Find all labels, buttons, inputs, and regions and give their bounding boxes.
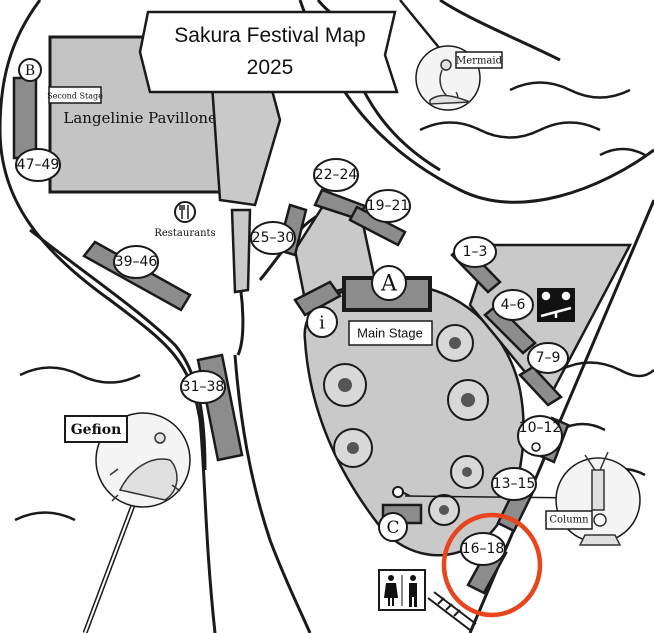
booth-25-30[interactable]: 25–30 <box>250 221 296 255</box>
svg-text:39–46: 39–46 <box>115 254 158 270</box>
title-line1: Sakura Festival Map <box>174 24 365 47</box>
booth-7-9-rect <box>518 365 563 407</box>
toilets[interactable] <box>378 569 426 611</box>
restroom-icon <box>384 575 417 607</box>
road-left-outer <box>0 0 217 633</box>
blossom-icon <box>428 494 460 526</box>
blossom-icon <box>323 363 367 407</box>
blossom-icon <box>447 379 489 421</box>
building-name: Langelinie Pavillonen <box>63 109 227 127</box>
svg-text:4–6: 4–6 <box>501 297 526 313</box>
blossom-icon <box>333 428 373 468</box>
cup-icon <box>531 442 541 452</box>
stage-c[interactable]: C <box>378 503 423 542</box>
main-stage[interactable]: A Main Stage <box>342 265 433 346</box>
column-label: Column <box>549 515 589 526</box>
mermaid-label: Mermaid <box>456 56 503 67</box>
gefion-label: Gefion <box>71 422 122 438</box>
booth-39-46[interactable]: 39–46 <box>113 245 159 279</box>
svg-text:7–9: 7–9 <box>536 350 561 366</box>
booth-31-38[interactable]: 31–38 <box>180 370 226 404</box>
playground[interactable] <box>537 288 575 322</box>
booth-1-3[interactable]: 1–3 <box>453 236 497 268</box>
mermaid-icon <box>429 59 471 105</box>
booth-13-15[interactable]: 13–15 <box>491 467 537 501</box>
svg-text:13–15: 13–15 <box>493 476 536 492</box>
stage-b-letter: B <box>25 63 35 79</box>
svg-text:31–38: 31–38 <box>182 379 225 395</box>
booth-4-6[interactable]: 4–6 <box>492 289 534 321</box>
column-pointer-line <box>404 495 581 499</box>
road-inner-left <box>29 228 207 471</box>
booth-19-21-rect <box>348 205 407 247</box>
booth-47-49[interactable]: 47–49 <box>15 148 61 182</box>
info-letter: i <box>319 313 325 334</box>
column-landmark[interactable]: Column <box>545 451 641 546</box>
second-stage-label: Second Stage <box>47 92 103 101</box>
cherry-blossoms <box>323 324 489 526</box>
lawn-strip <box>230 208 252 294</box>
restaurant-icon <box>179 205 189 219</box>
blossom-icon <box>436 324 474 362</box>
stage-c-letter: C <box>386 518 399 538</box>
booth-22-24[interactable]: 22–24 <box>313 158 359 192</box>
svg-text:22–24: 22–24 <box>315 167 358 183</box>
road-north-east <box>439 0 561 62</box>
svg-text:47–49: 47–49 <box>17 157 60 173</box>
title-banner: Sakura Festival Map 2025 <box>138 10 399 94</box>
booth-19-21[interactable]: 19–21 <box>365 189 411 223</box>
restaurants-label: Restaurants <box>154 228 215 239</box>
booth-16-18[interactable]: 16–18 <box>460 532 506 566</box>
stairs <box>427 591 477 631</box>
mermaid-landmark[interactable]: Mermaid <box>399 0 503 111</box>
svg-text:16–18: 16–18 <box>462 541 505 557</box>
booth-7-9[interactable]: 7–9 <box>527 342 569 374</box>
gefion-fountain-icon <box>109 432 181 502</box>
restaurants[interactable]: Restaurants <box>154 201 216 239</box>
svg-text:19–21: 19–21 <box>367 198 410 214</box>
info-point[interactable]: i <box>293 280 342 338</box>
booth-10-12[interactable]: 10–12 <box>517 415 563 457</box>
gefion-landmark[interactable]: Gefion <box>64 412 191 633</box>
main-stage-label: Main Stage <box>357 326 423 341</box>
svg-text:25–30: 25–30 <box>252 230 295 246</box>
road-inner-right <box>233 354 312 633</box>
blossom-icon <box>450 455 484 489</box>
stage-a-letter: A <box>380 272 398 297</box>
svg-text:1–3: 1–3 <box>463 244 488 260</box>
highlight-circle <box>441 512 543 618</box>
svg-text:10–12: 10–12 <box>519 420 562 436</box>
second-stage[interactable]: B Second Stage <box>12 58 103 160</box>
column-statue-icon <box>578 451 622 546</box>
playground-icon <box>540 291 572 318</box>
booth-labels: 47–49 39–46 31–38 25–30 22–24 19–21 1–3 <box>15 148 569 566</box>
title-line2: 2025 <box>247 56 294 79</box>
